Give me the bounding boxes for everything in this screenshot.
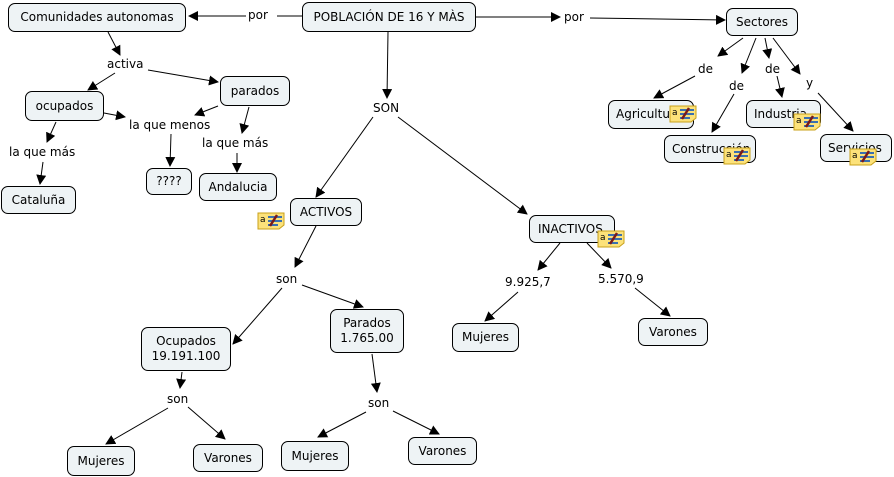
line-sectores-de-agri bbox=[717, 37, 744, 57]
line-sectores-de-ind bbox=[762, 37, 773, 59]
line-de-agricultura bbox=[653, 75, 696, 99]
concept-mujeres-parados[interactable]: Mujeres bbox=[281, 441, 349, 471]
link-son-parados[interactable]: son bbox=[367, 396, 391, 410]
concept-servicios[interactable]: Servicios bbox=[820, 134, 892, 162]
line-son-mujeres-par bbox=[317, 411, 367, 438]
annotation-note-icon[interactable]: a bbox=[669, 105, 697, 123]
line-son-parados bbox=[301, 284, 364, 309]
line-parados-lqmenos bbox=[194, 105, 219, 117]
concept-ocupados[interactable]: Ocupados 19.191.100 bbox=[141, 327, 231, 371]
line-poblacion-son bbox=[382, 31, 393, 99]
line-son-varones-par bbox=[392, 410, 440, 435]
concept-poblacion[interactable]: POBLACIÓN DE 16 Y MÀS bbox=[302, 2, 476, 32]
line-ocupados-lqmenos bbox=[103, 110, 126, 121]
line-activa-parados bbox=[147, 69, 219, 86]
line-por-sectores bbox=[589, 14, 726, 25]
concept-parados[interactable]: Parados 1.765.00 bbox=[330, 309, 404, 353]
svg-text:a: a bbox=[672, 108, 678, 118]
line-son-ocupados bbox=[232, 287, 283, 345]
svg-text:a: a bbox=[726, 150, 732, 160]
link-son-ocupados[interactable]: son bbox=[166, 392, 190, 406]
link-son-top[interactable]: SON bbox=[372, 101, 401, 115]
link-activa[interactable]: activa bbox=[106, 57, 145, 71]
link-por-right[interactable]: por bbox=[563, 10, 585, 24]
concept-ocupados-ca[interactable]: ocupados bbox=[25, 91, 104, 121]
annotation-note-icon[interactable]: a bbox=[597, 230, 625, 248]
link-la-que-menos[interactable]: la que menos bbox=[128, 118, 212, 132]
concept-desconocido[interactable]: ???? bbox=[146, 168, 192, 195]
annotation-note-icon[interactable]: a bbox=[849, 148, 877, 166]
svg-text:a: a bbox=[852, 151, 858, 161]
link-y-servicios[interactable]: y bbox=[805, 76, 815, 90]
line-val-mujeres bbox=[484, 291, 519, 322]
link-de-industria[interactable]: de bbox=[764, 62, 781, 76]
line-son-activos bbox=[315, 116, 374, 198]
svg-text:a: a bbox=[600, 233, 606, 243]
line-sectores-de-cons bbox=[740, 37, 757, 74]
link-son-activos[interactable]: son bbox=[275, 272, 299, 286]
line-sectores-y bbox=[772, 37, 801, 75]
line-son-mujeres-ocup bbox=[105, 407, 169, 445]
concept-varones-parados[interactable]: Varones bbox=[408, 437, 477, 465]
line-val-varones bbox=[634, 287, 671, 317]
link-value-mujeres[interactable]: 9.925,7 bbox=[504, 275, 552, 289]
concept-varones-inactivos[interactable]: Varones bbox=[638, 318, 708, 346]
concept-varones-ocupados[interactable]: Varones bbox=[193, 444, 263, 472]
concept-cataluna[interactable]: Cataluña bbox=[1, 186, 76, 214]
concept-sectores[interactable]: Sectores bbox=[726, 8, 798, 36]
link-value-varones[interactable]: 5.570,9 bbox=[597, 272, 645, 286]
annotation-note-icon[interactable]: a bbox=[723, 147, 751, 165]
concept-andalucia[interactable]: Andalucia bbox=[199, 173, 277, 201]
annotation-note-icon[interactable]: a bbox=[257, 212, 285, 230]
link-por-left[interactable]: por bbox=[247, 8, 269, 22]
link-de-agricultura[interactable]: de bbox=[697, 62, 714, 76]
concept-mujeres-ocupados[interactable]: Mujeres bbox=[67, 446, 135, 476]
line-parados-son bbox=[370, 353, 381, 393]
line-activa-ocupados bbox=[87, 72, 116, 91]
line-de-industria bbox=[775, 75, 785, 98]
svg-text:a: a bbox=[796, 116, 802, 126]
line-activos-son bbox=[294, 225, 317, 268]
concept-activos[interactable]: ACTIVOS bbox=[290, 198, 362, 226]
line-comunidades-activa bbox=[107, 31, 121, 56]
line-de-construccion bbox=[711, 93, 735, 133]
link-la-que-mas-ocupados[interactable]: la que más bbox=[8, 145, 77, 159]
link-de-construccion[interactable]: de bbox=[728, 79, 745, 93]
line-son-inactivos bbox=[397, 116, 528, 215]
link-la-que-mas-parados[interactable]: la que más bbox=[201, 136, 270, 150]
line-inactivos-val-mujeres bbox=[537, 242, 561, 271]
line-parados-lqmas bbox=[239, 106, 250, 134]
svg-text:a: a bbox=[260, 215, 266, 225]
line-ocupados-lqmas bbox=[46, 121, 57, 143]
line-son-varones-ocup bbox=[187, 406, 226, 440]
line-ocupados-son bbox=[176, 371, 187, 389]
concept-mujeres-inactivos[interactable]: Mujeres bbox=[452, 323, 519, 352]
annotation-note-icon[interactable]: a bbox=[793, 113, 821, 131]
line-lqmas-cataluna bbox=[36, 161, 47, 185]
concept-comunidades[interactable]: Comunidades autonomas bbox=[8, 3, 186, 32]
line-lqmenos-desconocido bbox=[165, 133, 176, 167]
concept-parados-ca[interactable]: parados bbox=[220, 76, 290, 106]
line-inactivos-val-varones bbox=[586, 242, 612, 269]
line-y-servicios bbox=[817, 92, 854, 132]
